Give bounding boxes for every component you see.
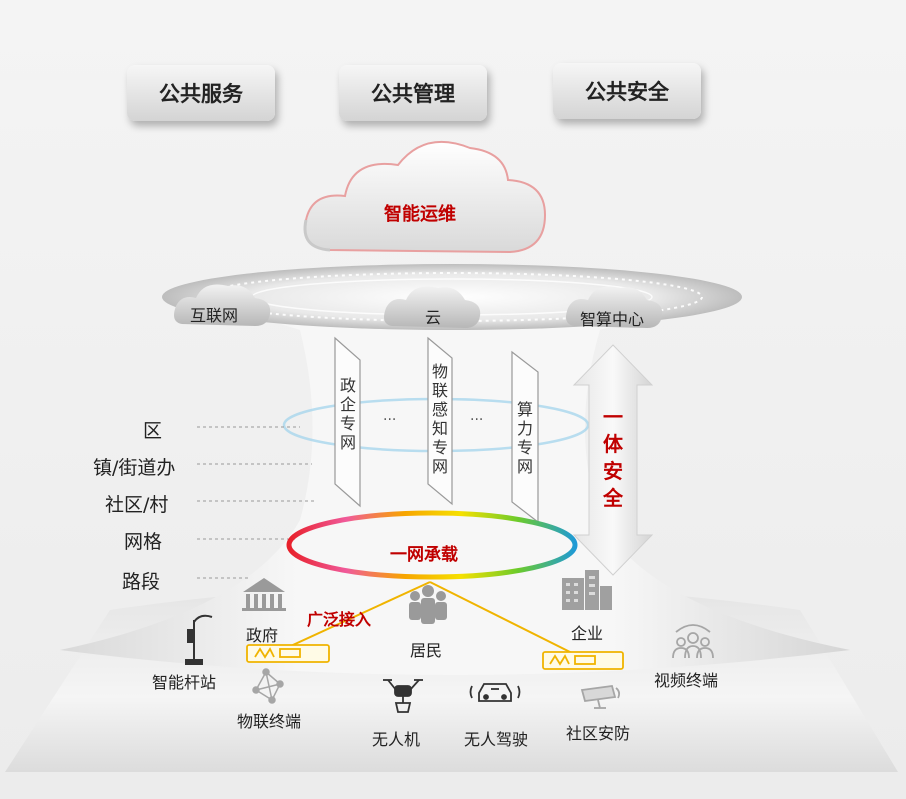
camera-icon [580, 685, 621, 709]
endpoint-iot: 物联终端 [237, 712, 302, 731]
ellipsis-right: ··· [470, 412, 484, 428]
endpoint-enterprise: 企业 [571, 624, 604, 643]
cloud-cloud [384, 286, 481, 328]
endpoint-drone: 无人机 [372, 730, 421, 749]
autonomous-car-icon [469, 683, 521, 702]
service-public-service: 公共服务 [127, 65, 275, 121]
enterprise-icon [562, 570, 612, 610]
endpoint-pole: 智能杆站 [152, 673, 217, 692]
service-label: 公共安全 [585, 80, 669, 104]
endpoint-video: 视频终端 [654, 671, 719, 690]
channel-label-compute: 算力专网 [516, 400, 533, 476]
funnel-body [60, 290, 850, 675]
smart-pole-icon [185, 614, 213, 665]
ellipsis-left: ··· [383, 412, 397, 428]
service-label: 公共服务 [159, 82, 243, 106]
network-ring [286, 510, 578, 580]
residents-icon [409, 585, 447, 624]
level-grid: 网格 [124, 531, 163, 553]
level-town: 镇/街道办 [93, 457, 176, 479]
level-road: 路段 [122, 571, 161, 593]
cloud-internet [174, 284, 271, 326]
access-device-right [542, 651, 624, 670]
service-label: 公共管理 [371, 82, 455, 106]
level-district: 区 [143, 420, 163, 442]
access-device-left [246, 644, 330, 663]
level-community: 社区/村 [105, 494, 169, 516]
security-arrow [572, 344, 654, 576]
cloud-label-computing: 智算中心 [580, 310, 645, 329]
access-label: 广泛接入 [307, 610, 372, 629]
service-public-management: 公共管理 [339, 65, 487, 121]
main-cloud-label: 智能运维 [384, 204, 456, 225]
iot-terminal-icon [252, 668, 284, 704]
service-public-security: 公共安全 [553, 63, 701, 119]
ring-label: 一网承载 [390, 545, 458, 565]
main-cloud [303, 140, 547, 254]
endpoint-autodrive: 无人驾驶 [464, 730, 529, 749]
access-lines [281, 581, 583, 659]
endpoint-resident: 居民 [410, 641, 443, 660]
cloud-computing [566, 286, 663, 328]
government-icon [242, 578, 286, 611]
video-terminal-icon [672, 624, 714, 659]
security-label: 一体安全 [603, 405, 623, 510]
cloud-label-internet: 互联网 [190, 306, 239, 325]
channel-label-iot: 物联感知专网 [431, 362, 448, 476]
channel-banner-2 [427, 336, 453, 506]
channel-label-enterprise: 政企专网 [339, 376, 356, 452]
endpoint-gov: 政府 [246, 626, 279, 645]
channel-banner-1 [334, 336, 361, 508]
cloud-label-cloud: 云 [425, 308, 442, 327]
endpoint-camera: 社区安防 [566, 724, 631, 743]
drone-icon [383, 679, 423, 713]
